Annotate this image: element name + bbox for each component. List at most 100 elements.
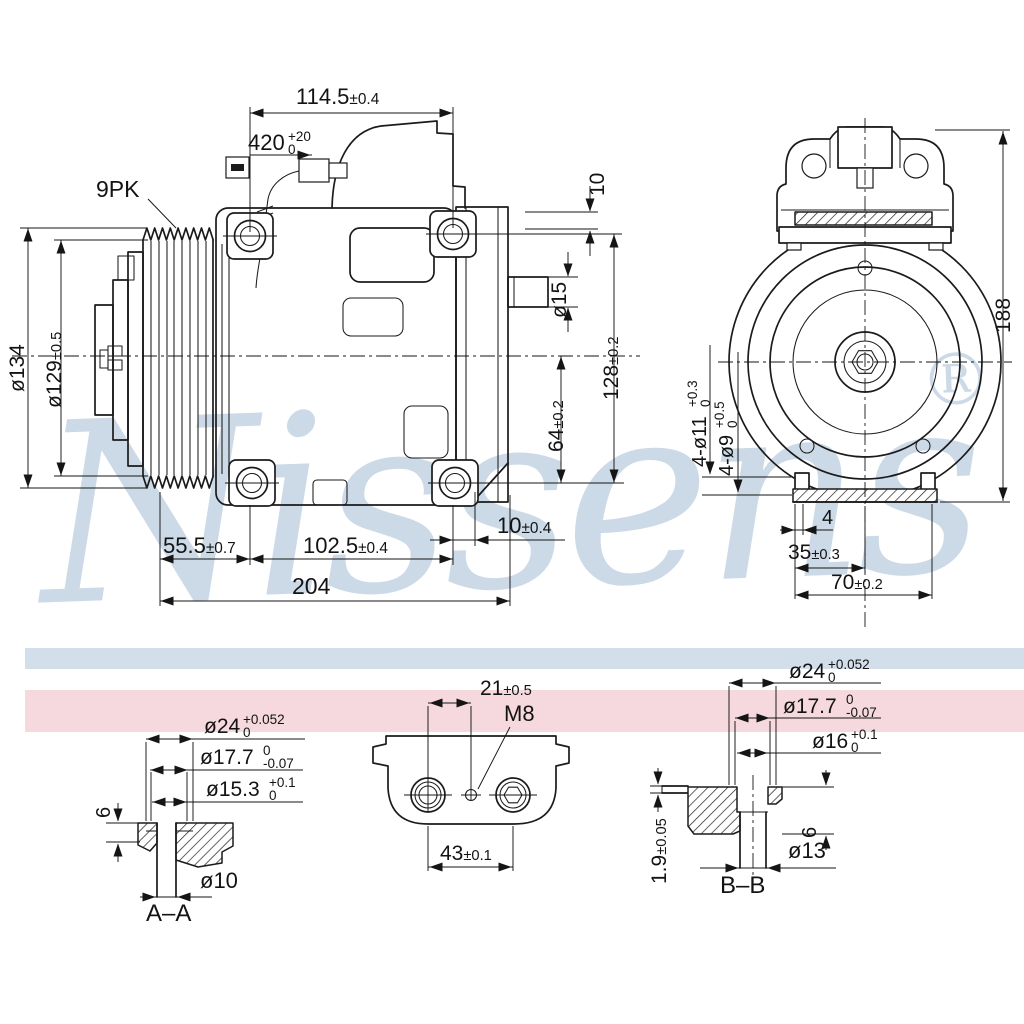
dim-128: 128±0.2 [600,336,623,400]
section-aa [106,734,305,902]
svg-text:420: 420 [248,130,285,155]
band-pink [25,690,1024,732]
svg-text:0: 0 [828,670,836,685]
front-view [702,118,1012,628]
svg-text:0: 0 [269,788,277,803]
aa-o15-3: ø15.3 +0.10 [206,775,296,803]
mid-dimensions [427,698,514,872]
aa-label: A–A [146,900,191,927]
svg-text:ø15: ø15 [548,282,571,318]
svg-text:ø24: ø24 [204,715,241,738]
svg-text:0: 0 [851,740,859,755]
svg-text:204: 204 [292,573,331,599]
dim-o129: ø129±0.5 [43,332,66,408]
svg-text:A–A: A–A [146,900,191,927]
dimension-labels: 9PK 114.5±0.4 420+200 10 ø15 128±0.2 64±0.2 ø13… [6,84,1015,927]
bb-o16: ø16+0.10 [812,727,878,755]
svg-text:43±0.1: 43±0.1 [440,842,492,865]
dim-port-o15: ø15 [548,282,571,318]
svg-text:128±0.2: 128±0.2 [600,336,623,400]
svg-text:ø10: ø10 [200,868,238,893]
svg-text:M8: M8 [504,701,535,726]
svg-text:9PK: 9PK [96,176,140,202]
dim-35: 35±0.3 [788,541,840,564]
svg-text:0: 0 [725,420,740,428]
svg-text:188: 188 [992,298,1015,333]
svg-text:4-ø9: 4-ø9 [716,435,738,476]
svg-text:4: 4 [822,507,833,529]
mid-43: 43±0.1 [440,842,492,865]
svg-text:+0.5: +0.5 [712,401,727,428]
mid-m8: M8 [504,701,535,726]
svg-text:0: 0 [846,692,854,707]
svg-text:ø24: ø24 [789,660,826,683]
bb-shape [661,775,783,876]
dim-114-5: 114.5±0.4 [296,84,380,109]
svg-text:10: 10 [586,173,609,196]
bb-6: 6 [799,827,821,838]
dim-4: 4 [822,507,833,529]
svg-text:+0.3: +0.3 [685,380,700,407]
bb-dimensions [650,678,881,873]
bb-o13: ø13 [788,838,826,863]
svg-text:21±0.5: 21±0.5 [480,677,532,700]
pulley-grooves [150,241,207,475]
svg-text:70±0.2: 70±0.2 [831,571,883,594]
svg-text:+0.1: +0.1 [269,775,296,790]
svg-text:ø16: ø16 [812,730,848,753]
svg-text:-0.07: -0.07 [846,705,877,720]
bb-label: B–B [720,872,765,899]
svg-text:6: 6 [799,827,821,838]
dim-belt-type: 9PK [96,176,140,202]
svg-text:0: 0 [263,743,271,758]
dim-o134: ø134 [6,344,29,392]
aa-6: 6 [93,807,115,818]
svg-text:+0.052: +0.052 [828,657,870,672]
dim-4-o11: 4-ø11 +0.30 [685,380,713,467]
svg-text:0: 0 [243,725,251,740]
highlight-bands [25,648,1024,732]
side-view [12,107,640,606]
svg-text:1.9±0.05: 1.9±0.05 [648,818,671,884]
section-mid [372,698,570,872]
front-view-dimensions [702,118,1012,628]
svg-text:0: 0 [698,399,713,407]
svg-text:+0.052: +0.052 [243,712,285,727]
dim-420: 420+200 [248,129,311,157]
section-bb [650,678,881,876]
svg-text:ø15.3: ø15.3 [206,778,260,801]
aa-shape [137,822,234,898]
svg-text:114.5±0.4: 114.5±0.4 [296,84,380,109]
svg-text:64±0.2: 64±0.2 [545,400,568,452]
dim-4-o9: 4-ø9 +0.50 [712,401,740,476]
svg-text:-0.07: -0.07 [263,756,294,771]
side-view-dimensions [12,107,640,606]
dim-204: 204 [292,573,331,599]
band-blue [25,648,1024,669]
aa-dimensions [106,734,305,902]
dim-188: 188 [992,298,1015,333]
mounting-bolts [223,210,482,507]
svg-text:4-ø11: 4-ø11 [689,416,711,467]
dim-64: 64±0.2 [545,400,568,452]
svg-text:6: 6 [93,807,115,818]
aa-o10: ø10 [200,868,238,893]
clutch-hub [94,251,144,467]
svg-text:ø134: ø134 [6,344,29,392]
mid-21: 21±0.5 [480,677,532,700]
dim-70: 70±0.2 [831,571,883,594]
compressor-body [215,120,549,506]
dim-10-top: 10 [586,173,609,196]
svg-text:ø129±0.5: ø129±0.5 [43,332,66,408]
svg-text:ø13: ø13 [788,838,826,863]
bb-1-9: 1.9±0.05 [648,818,671,884]
svg-text:0: 0 [288,142,296,157]
svg-text:B–B: B–B [720,872,765,899]
svg-text:+0.1: +0.1 [851,727,878,742]
svg-text:35±0.3: 35±0.3 [788,541,840,564]
